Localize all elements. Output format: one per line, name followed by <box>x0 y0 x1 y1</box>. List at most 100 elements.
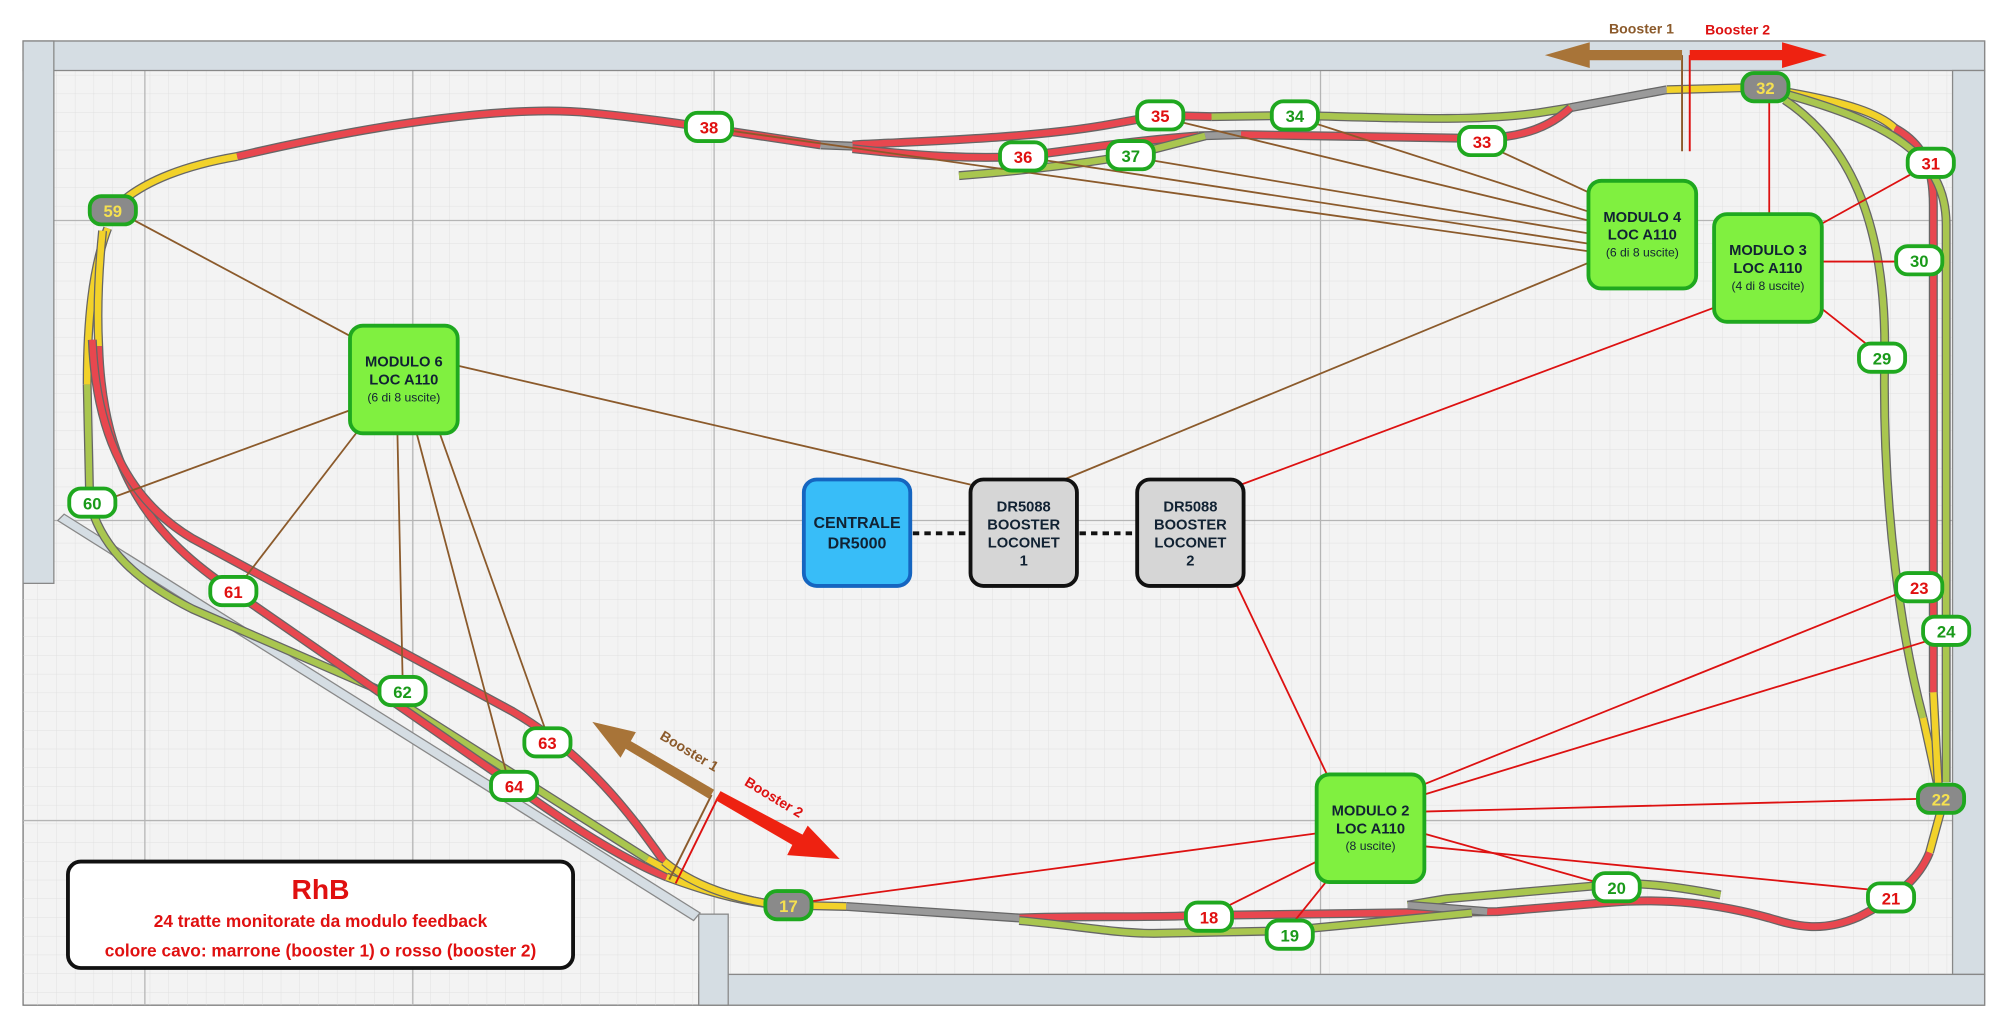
feedback-wire <box>1422 640 1928 796</box>
legend-box: RhB 24 tratte monitorate da modulo feedb… <box>66 859 575 970</box>
feedback-wire <box>134 219 351 337</box>
section-number: 59 <box>104 202 123 221</box>
feedback-wire <box>438 433 546 729</box>
booster1-arrow-left-icon <box>1544 42 1683 68</box>
booster2-label-top: Booster 2 <box>1705 22 1770 38</box>
section-number: 64 <box>505 778 524 797</box>
feedback-wire <box>1422 591 1902 786</box>
feedback-wire <box>1294 880 1328 922</box>
section-30[interactable]: 30 <box>1894 244 1945 277</box>
section-34[interactable]: 34 <box>1269 99 1320 132</box>
module-name: MODULO 3 <box>1729 243 1807 259</box>
section-number: 20 <box>1607 879 1626 898</box>
track-segment <box>1407 901 1488 915</box>
track-segment <box>1787 91 1950 783</box>
feedback-wire <box>1236 585 1328 775</box>
section-number: 35 <box>1151 107 1170 126</box>
section-36[interactable]: 36 <box>998 140 1049 173</box>
booster-loconet-1[interactable]: DR5088 BOOSTER LOCONET 1 <box>968 477 1079 588</box>
track-segment <box>852 112 1212 149</box>
feedback-wire <box>1819 307 1870 347</box>
feedback-wire <box>1499 150 1589 194</box>
module-type: LOC A110 <box>1733 261 1802 277</box>
section-number: 34 <box>1286 107 1305 126</box>
feedback-wire <box>810 832 1317 903</box>
section-63[interactable]: 63 <box>522 726 573 759</box>
section-31[interactable]: 31 <box>1905 146 1956 179</box>
booster-loconet-2[interactable]: DR5088 BOOSTER LOCONET 2 <box>1135 477 1246 588</box>
feedback-wire <box>1151 159 1589 235</box>
section-number: 60 <box>83 494 102 513</box>
section-17[interactable]: 17 <box>763 889 814 922</box>
track-segment <box>236 107 821 160</box>
feedback-wire <box>242 428 360 581</box>
module-3-box[interactable]: MODULO 3 LOC A110 (4 di 8 uscite) <box>1712 212 1824 324</box>
section-38[interactable]: 38 <box>683 110 734 143</box>
module-type: LOC A110 <box>369 373 438 389</box>
feedback-wire <box>1423 797 1924 813</box>
section-number: 31 <box>1922 155 1941 174</box>
module-type: LOC A110 <box>1336 821 1405 837</box>
booster1-line4: 1 <box>1020 553 1028 569</box>
section-number: 61 <box>224 583 243 602</box>
track-segment <box>1211 104 1572 122</box>
booster1-arrow-upleft-icon <box>592 721 715 799</box>
section-number: 18 <box>1200 908 1219 927</box>
section-33[interactable]: 33 <box>1457 125 1508 158</box>
module-outputs: (6 di 8 uscite) <box>367 390 440 404</box>
feedback-wire <box>1422 832 1597 883</box>
track-segment <box>89 339 667 864</box>
section-number: 36 <box>1014 148 1033 167</box>
track-segment <box>1569 86 1668 111</box>
section-23[interactable]: 23 <box>1894 571 1945 604</box>
section-number: 30 <box>1910 252 1929 271</box>
booster2-arrow-right-icon <box>1689 42 1827 68</box>
centrale-dr5000[interactable]: CENTRALE DR5000 <box>801 477 913 588</box>
legend-line2: colore cavo: marrone (booster 1) o rosso… <box>105 940 537 960</box>
section-24[interactable]: 24 <box>1921 614 1972 647</box>
feedback-wire <box>1820 171 1916 226</box>
tracks <box>82 82 1951 938</box>
section-29[interactable]: 29 <box>1857 341 1908 374</box>
feedback-sections: 38 35 34 33 36 37 32 31 30 29 23 24 22 21 20 19 18 17 64 63… <box>67 71 1972 951</box>
feedback-wire <box>1044 159 1589 245</box>
feedback-wire <box>1313 122 1589 213</box>
section-62[interactable]: 62 <box>377 675 428 708</box>
section-21[interactable]: 21 <box>1866 881 1917 914</box>
section-19[interactable]: 19 <box>1264 918 1315 951</box>
feedback-wire <box>415 433 508 774</box>
section-number: 23 <box>1910 579 1929 598</box>
legend-line1: 24 tratte monitorate da modulo feedback <box>154 911 488 931</box>
section-59[interactable]: 59 <box>87 194 138 227</box>
section-35[interactable]: 35 <box>1135 99 1186 132</box>
feedback-wire <box>396 433 404 677</box>
section-60[interactable]: 60 <box>67 486 118 519</box>
booster2-line3: LOCONET <box>1154 535 1226 551</box>
section-37[interactable]: 37 <box>1105 139 1156 172</box>
section-number: 21 <box>1882 889 1901 908</box>
section-61[interactable]: 61 <box>208 575 259 608</box>
booster-boundary-top: Booster 1 Booster 2 <box>1544 20 1827 152</box>
section-32[interactable]: 32 <box>1740 71 1791 104</box>
module-outputs: (6 di 8 uscite) <box>1606 245 1679 259</box>
section-64[interactable]: 64 <box>489 769 540 802</box>
booster2-line1: DR5088 <box>1163 500 1217 516</box>
section-number: 38 <box>700 119 719 138</box>
legend-title: RhB <box>292 873 350 905</box>
section-20[interactable]: 20 <box>1591 871 1642 904</box>
module-type: LOC A110 <box>1608 228 1677 244</box>
section-18[interactable]: 18 <box>1183 900 1234 933</box>
feedback-wire <box>1063 262 1589 481</box>
booster2-line2: BOOSTER <box>1154 518 1227 534</box>
section-22[interactable]: 22 <box>1916 782 1967 815</box>
track-segment <box>1926 809 1945 854</box>
module-outputs: (4 di 8 uscite) <box>1731 279 1804 293</box>
track-segment <box>1018 909 1473 937</box>
module-outputs: (8 uscite) <box>1346 839 1396 853</box>
section-number: 24 <box>1937 623 1956 642</box>
